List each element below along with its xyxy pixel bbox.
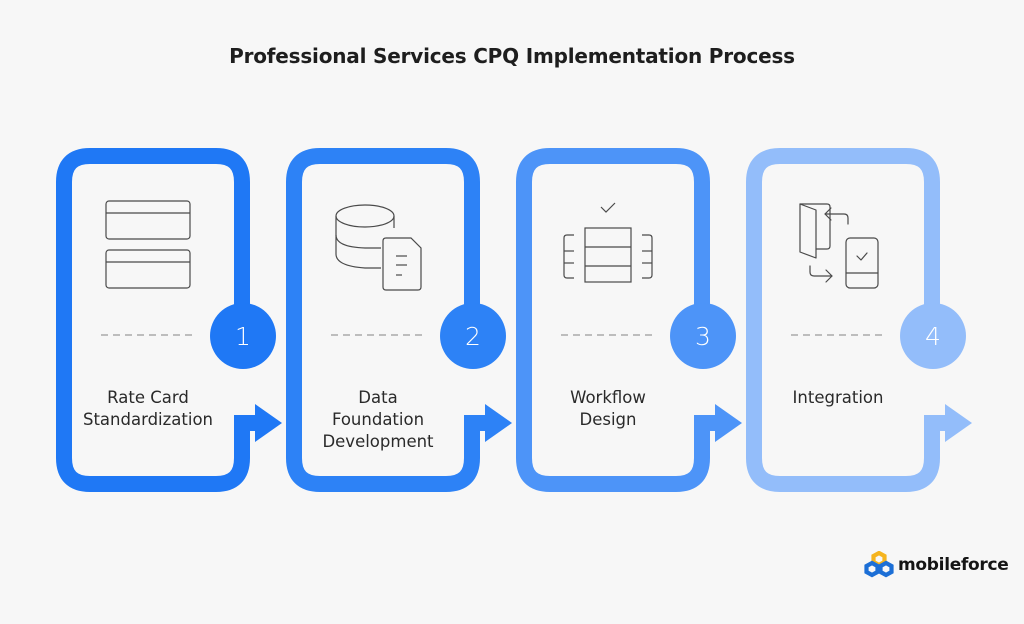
step-frame bbox=[286, 148, 486, 492]
mobileforce-logo: mobileforce bbox=[864, 550, 1009, 580]
hexagon-cluster-logo-icon bbox=[864, 551, 894, 578]
brand-name: mobileforce bbox=[898, 555, 1009, 575]
step-number-badge bbox=[440, 303, 506, 369]
step-number: 2 bbox=[465, 322, 481, 351]
step-label: Integration bbox=[758, 387, 918, 409]
step-frame bbox=[746, 148, 946, 492]
step-frame bbox=[516, 148, 716, 492]
step-1: 1 bbox=[56, 148, 282, 492]
step-number-badge bbox=[900, 303, 966, 369]
step-frame bbox=[56, 148, 256, 492]
workflow-table-icon bbox=[563, 202, 653, 283]
step-number: 4 bbox=[925, 322, 941, 351]
step-number: 1 bbox=[235, 322, 251, 351]
rate-card-icon bbox=[105, 200, 191, 289]
step-label-line: Development bbox=[322, 432, 434, 451]
step-number-badge bbox=[670, 303, 736, 369]
step-label-line: Foundation bbox=[331, 410, 425, 429]
step-label-line: Design bbox=[579, 410, 637, 429]
next-arrow-icon bbox=[945, 404, 972, 442]
integration-sync-icon bbox=[799, 203, 879, 289]
step-label-line: Workflow bbox=[570, 388, 646, 407]
step-number-badge bbox=[210, 303, 276, 369]
next-arrow-icon bbox=[485, 404, 512, 442]
step-2: 2 bbox=[286, 148, 512, 492]
step-3: 3 bbox=[516, 148, 742, 492]
page-title: Professional Services CPQ Implementation… bbox=[229, 44, 795, 68]
database-document-icon bbox=[335, 204, 422, 291]
step-label-line: Standardization bbox=[82, 410, 214, 429]
step-label-line: Rate Card bbox=[107, 388, 189, 407]
next-arrow-icon bbox=[255, 404, 282, 442]
next-arrow-icon bbox=[715, 404, 742, 442]
step-label-line: Integration bbox=[792, 388, 884, 407]
step-label-line: Data bbox=[358, 388, 398, 407]
step-number: 3 bbox=[695, 322, 711, 351]
step-4: 4 bbox=[746, 148, 972, 492]
